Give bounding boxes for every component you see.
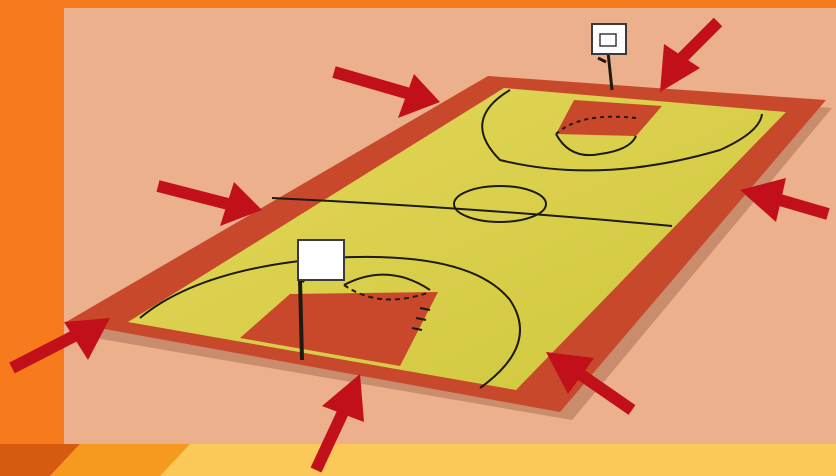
- bottom-band: [0, 444, 836, 476]
